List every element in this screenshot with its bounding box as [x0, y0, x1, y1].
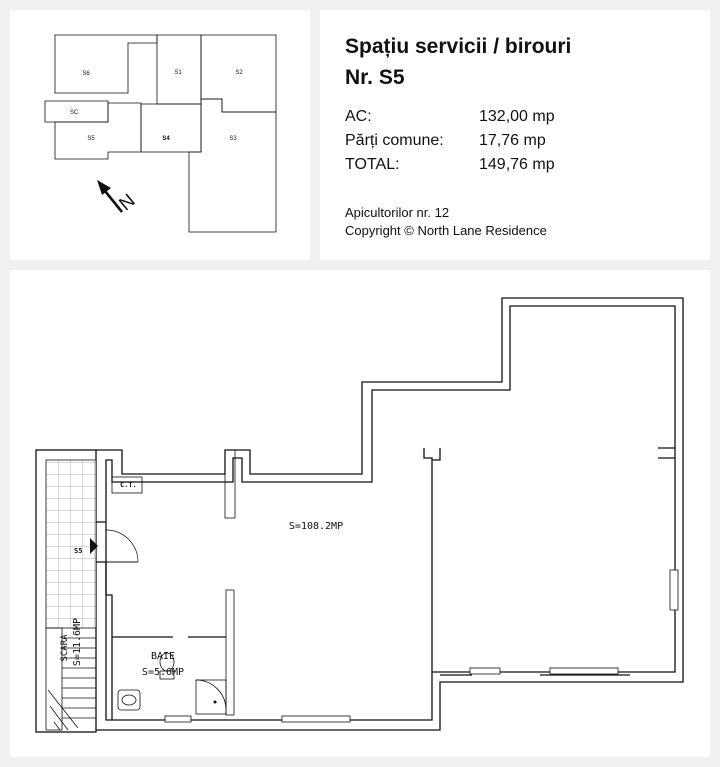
key-plan: S6 S1 S2 SC S5 S4 S3 N: [44, 34, 277, 233]
address: Apicultorilor nr. 12: [345, 205, 450, 220]
interior-walls: [96, 447, 675, 720]
title-line-2: Nr. S5: [345, 66, 405, 89]
entry-arrow-icon: [90, 538, 98, 554]
stair-name: SCARA: [60, 634, 70, 662]
area-label: TOTAL:: [345, 156, 400, 173]
windows: [164, 569, 679, 723]
north-label: N: [115, 190, 139, 215]
area-value: 132,00 mp: [479, 108, 555, 125]
floor-plan-panel: SCARA S=11.6MP: [10, 270, 710, 757]
area-row-ac: AC: 132,00 mp: [345, 109, 555, 125]
outer-walls: [96, 297, 684, 731]
key-label-s4: S4: [162, 136, 170, 142]
area-label: AC:: [345, 108, 372, 125]
toilet-icon: [159, 652, 175, 680]
entrance-door: [90, 529, 139, 563]
key-unit-s3: [188, 98, 277, 233]
ct-room: [111, 476, 143, 494]
key-label-s1: S1: [174, 70, 182, 76]
unit-label: S5: [74, 547, 82, 555]
main-area-label: S=108.2MP: [289, 521, 343, 532]
bath-name: BAIE: [151, 651, 175, 662]
info-panel: Spațiu servicii / birouri Nr. S5 AC: 132,…: [320, 10, 710, 260]
key-unit-s4: [140, 103, 202, 153]
area-value: 149,76 mp: [479, 156, 555, 173]
ct-label: C.T.: [120, 481, 137, 489]
key-label-s5: S5: [87, 136, 95, 142]
stair-area: SCARA S=11.6MP: [35, 449, 97, 733]
key-label-s6: S6: [82, 71, 90, 77]
title-line-1: Spațiu servicii / birouri: [345, 35, 572, 58]
stair-area-label: S=11.6MP: [72, 618, 83, 666]
north-arrow-icon: [97, 180, 124, 213]
key-plan-panel: S6 S1 S2 SC S5 S4 S3 N: [10, 10, 310, 260]
copyright: Copyright © North Lane Residence: [345, 223, 547, 238]
key-label-sc: SC: [70, 110, 79, 116]
key-label-s2: S2: [235, 70, 243, 76]
area-row-common: Părți comune: 17,76 mp: [345, 133, 546, 149]
area-row-total: TOTAL: 149,76 mp: [345, 157, 555, 173]
key-label-s3: S3: [229, 136, 237, 142]
bath-area-label: S=5.6MP: [142, 667, 184, 678]
key-unit-s6: [54, 34, 158, 94]
floor-plan: SCARA S=11.6MP: [35, 297, 684, 733]
sink-icon: [117, 689, 141, 711]
area-value: 17,76 mp: [479, 132, 546, 149]
area-label: Părți comune:: [345, 132, 444, 149]
bathroom-fixtures: [117, 652, 227, 715]
shower-icon: [195, 679, 227, 715]
key-unit-s5: [54, 102, 142, 160]
